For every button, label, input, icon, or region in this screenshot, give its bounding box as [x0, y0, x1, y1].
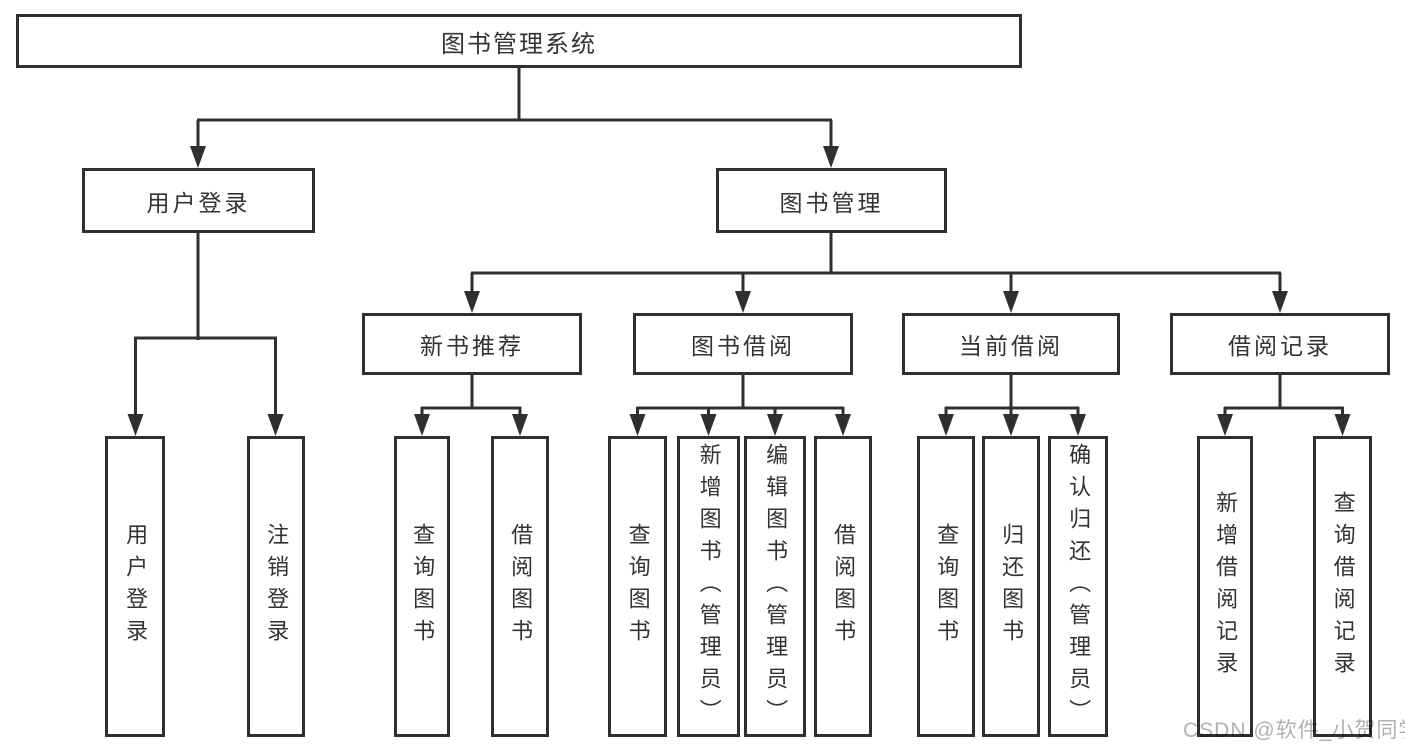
node-label: 新增借阅记录 — [1213, 490, 1239, 683]
node-label: 图书管理 — [779, 189, 884, 216]
arrow-down-icon — [938, 414, 954, 436]
node-label: 图书借阅 — [691, 333, 795, 359]
leaf-current-query-books: 查询图书 — [917, 436, 975, 737]
node-label: 确认归还（管理员） — [1066, 442, 1092, 731]
arrow-down-icon — [1003, 291, 1019, 313]
arrow-down-icon — [823, 146, 839, 168]
node-current-borrow: 当前借阅 — [902, 313, 1120, 375]
arrow-down-icon — [1272, 291, 1288, 313]
leaf-records-query-record: 查询借阅记录 — [1313, 436, 1372, 737]
csdn-watermark: CSDN @软件_小贺同学 — [1183, 719, 1405, 742]
arrow-down-icons — [127, 146, 1351, 436]
node-label: 查询图书 — [410, 522, 436, 651]
arrow-down-icon — [464, 291, 480, 313]
node-label: 借阅图书 — [508, 522, 534, 651]
node-label: 用户登录 — [123, 522, 149, 651]
arrow-down-icon — [1003, 414, 1019, 436]
node-label: 注销登录 — [264, 522, 290, 651]
arrow-down-icon — [629, 414, 646, 436]
node-borrow-records: 借阅记录 — [1170, 313, 1390, 375]
arrow-down-icon — [414, 414, 430, 436]
node-label: 新书推荐 — [420, 333, 524, 359]
arrow-down-icon — [127, 414, 144, 436]
node-label: 归还图书 — [999, 522, 1025, 651]
arrow-down-icon — [512, 414, 528, 436]
node-label: 借阅记录 — [1228, 333, 1332, 359]
leaf-newbook-query-books: 查询图书 — [394, 436, 450, 737]
node-library-system: 图书管理系统 — [16, 14, 1022, 68]
node-label: 查询图书 — [625, 522, 651, 651]
leaf-user-login: 用户登录 — [105, 436, 165, 737]
node-book-borrow: 图书借阅 — [633, 313, 853, 375]
leaf-records-add-record: 新增借阅记录 — [1197, 436, 1253, 737]
leaf-borrow-add-books-admin: 新增图书（管理员） — [677, 436, 740, 737]
leaf-borrow-edit-books-admin: 编辑图书（管理员） — [744, 436, 806, 737]
leaf-newbook-borrow-books: 借阅图书 — [491, 436, 549, 737]
arrow-down-icon — [267, 414, 284, 436]
node-label: 查询图书 — [934, 522, 960, 651]
leaf-current-confirm-return-admin: 确认归还（管理员） — [1048, 436, 1108, 737]
arrow-down-icon — [767, 414, 783, 436]
arrow-down-icon — [1217, 414, 1233, 436]
leaf-borrow-borrow-books: 借阅图书 — [814, 436, 872, 737]
leaf-borrow-query-books: 查询图书 — [608, 436, 667, 737]
arrow-down-icon — [735, 291, 751, 313]
node-user-login: 用户登录 — [82, 168, 315, 233]
node-label: 当前借阅 — [959, 333, 1063, 359]
node-label: 编辑图书（管理员） — [763, 442, 789, 731]
node-label: 查询借阅记录 — [1330, 490, 1356, 683]
node-label: 新增图书（管理员） — [696, 442, 722, 731]
node-book-management: 图书管理 — [716, 168, 947, 233]
connector-line — [134, 68, 1344, 416]
arrow-down-icon — [1334, 414, 1351, 436]
arrow-down-icon — [835, 414, 851, 436]
arrow-down-icon — [190, 146, 206, 168]
node-label: 图书管理系统 — [441, 30, 597, 58]
leaf-current-return-books: 归还图书 — [982, 436, 1040, 737]
leaf-logout: 注销登录 — [247, 436, 305, 737]
node-new-book-recommend: 新书推荐 — [362, 313, 582, 375]
arrow-down-icon — [1070, 414, 1086, 436]
node-label: 借阅图书 — [831, 522, 857, 651]
node-label: 用户登录 — [146, 189, 251, 216]
arrow-down-icon — [700, 414, 717, 436]
